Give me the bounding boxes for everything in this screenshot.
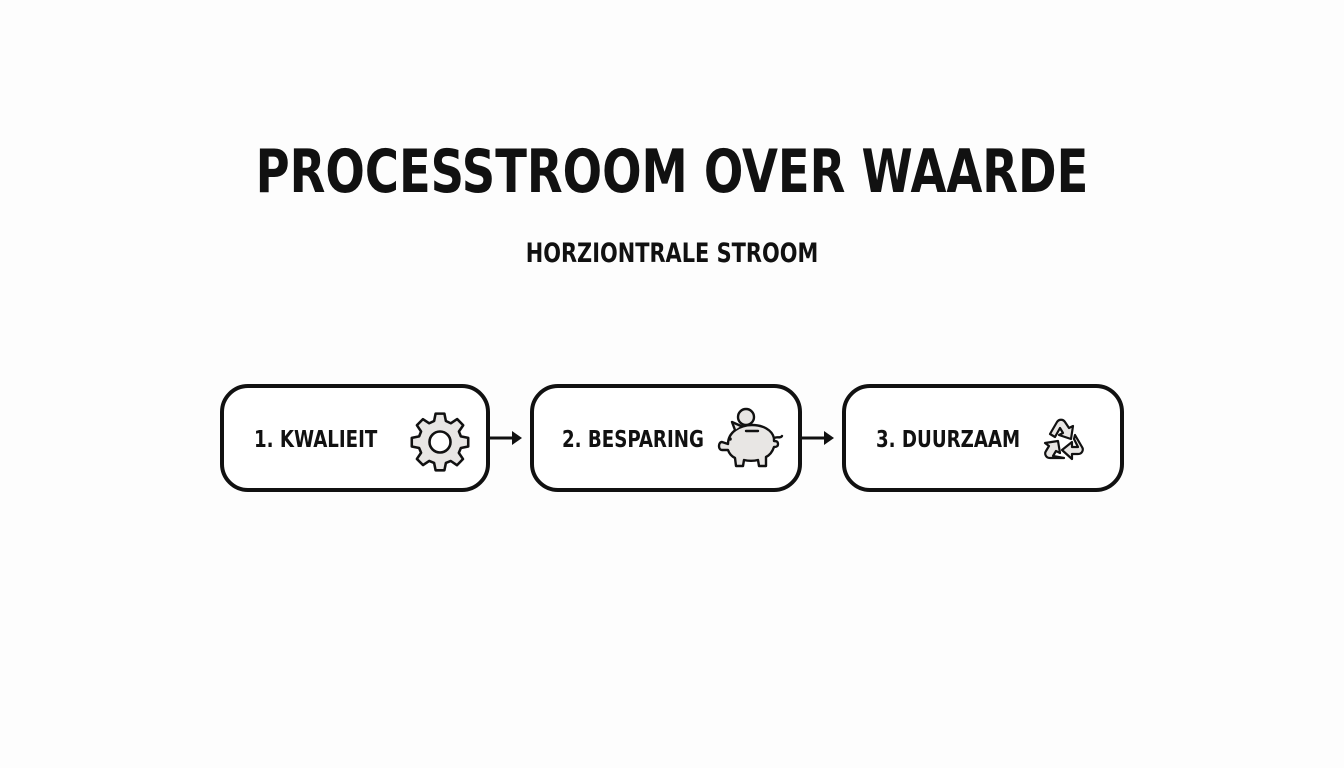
step-label: 1. KWALIEIT	[254, 427, 378, 453]
arrow-1-to-2	[490, 431, 522, 445]
recycle-icon	[1043, 418, 1084, 461]
step-box-duurzaam: 3. DUURZAAM	[842, 384, 1124, 492]
step-box-kwaliteit: 1. KWALIEIT	[220, 384, 490, 492]
diagram-subtitle: HORZIONTRALE STROOM	[525, 238, 819, 269]
step-box-besparing: 2. BESPARING	[530, 384, 802, 492]
step-label: 2. BESPARING	[562, 427, 704, 453]
step-label: 3. DUURZAAM	[876, 427, 1021, 453]
diagram-title: PROCESSTROOM OVER WAARDE	[255, 137, 1089, 207]
gear-icon	[410, 412, 470, 472]
piggy-bank-icon	[717, 407, 784, 468]
arrow-2-to-3	[802, 431, 834, 445]
